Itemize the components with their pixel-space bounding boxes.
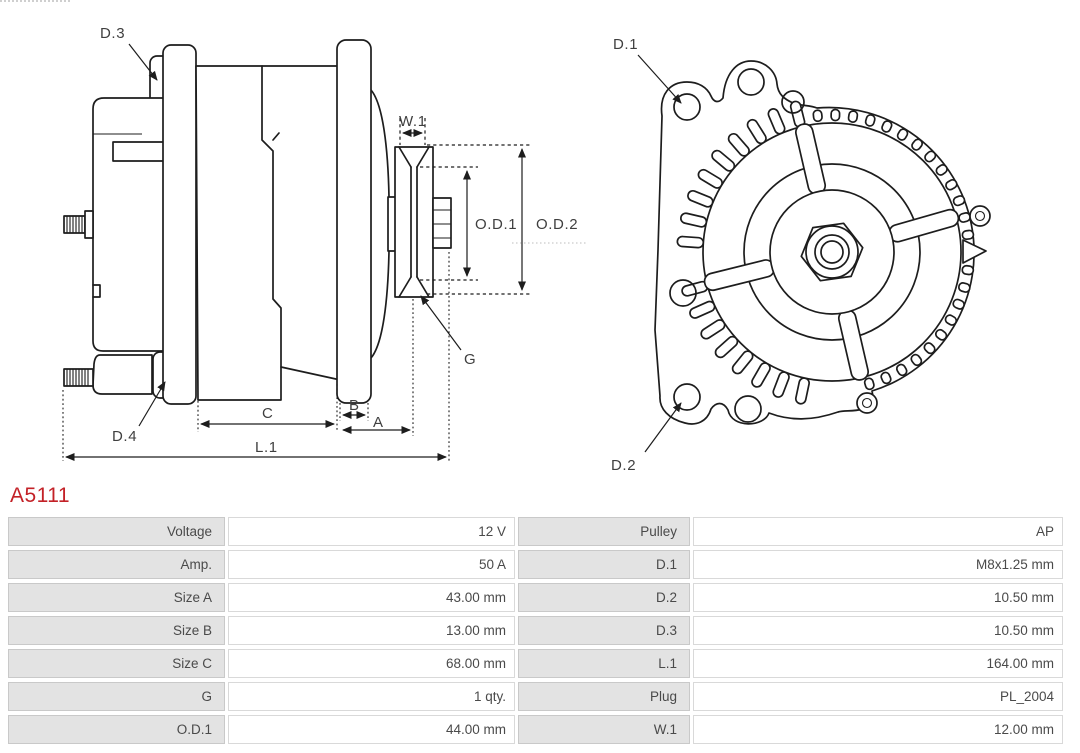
shaft-nut-side xyxy=(432,197,452,249)
stator-body xyxy=(195,65,346,401)
top-edge-artifact xyxy=(0,0,70,2)
bracket-bar-right xyxy=(336,39,372,404)
spec-value: 164.00 mm xyxy=(693,649,1063,678)
spec-value: 10.50 mm xyxy=(693,616,1063,645)
dim-label-od1: O.D.1 xyxy=(475,216,517,233)
front-view: D.1 D.2 xyxy=(611,36,991,474)
spec-label: L.1 xyxy=(518,649,690,678)
bottom-ear xyxy=(856,392,878,414)
spec-label: Plug xyxy=(518,682,690,711)
mount-hole-bottom xyxy=(734,395,762,423)
dim-label-l1: L.1 xyxy=(255,439,278,456)
side-dimensions xyxy=(62,43,588,461)
spec-value: 43.00 mm xyxy=(228,583,515,612)
dim-label-od2: O.D.2 xyxy=(536,216,578,233)
spec-value: 13.00 mm xyxy=(228,616,515,645)
spec-label: Size B xyxy=(8,616,225,645)
spec-value: 12 V xyxy=(228,517,515,546)
spec-value: AP xyxy=(693,517,1063,546)
spec-value: 10.50 mm xyxy=(693,583,1063,612)
spec-value: 12.00 mm xyxy=(693,715,1063,744)
spec-label: Voltage xyxy=(8,517,225,546)
spec-value: 68.00 mm xyxy=(228,649,515,678)
pulley-spokes xyxy=(703,123,960,381)
alternator-technical-drawing: D.3 D.4 W.1 O.D.1 O.D.2 G C B A L.1 xyxy=(62,25,991,474)
dim-label-d1: D.1 xyxy=(613,36,638,53)
dim-label-w1: W.1 xyxy=(399,113,427,130)
dim-label-d3: D.3 xyxy=(100,25,125,42)
spec-value: 50 A xyxy=(228,550,515,579)
spec-label: Pulley xyxy=(518,517,690,546)
spec-label: D.3 xyxy=(518,616,690,645)
nose-cone xyxy=(370,89,390,359)
spec-value: M8x1.25 mm xyxy=(693,550,1063,579)
pulley-side xyxy=(394,146,452,298)
spec-value: 1 qty. xyxy=(228,682,515,711)
hole-left-web xyxy=(669,279,697,307)
spec-table: Voltage 12 V Pulley AP Amp. 50 A D.1 M8x… xyxy=(8,517,1063,744)
side-view: D.3 D.4 W.1 O.D.1 O.D.2 G C B A L.1 xyxy=(62,25,588,461)
dim-label-b: B xyxy=(349,397,360,414)
right-tab xyxy=(962,239,987,264)
part-number: A5111 xyxy=(10,484,71,507)
dim-label-d2: D.2 xyxy=(611,457,636,474)
mount-hole-d1 xyxy=(673,93,701,121)
spec-label: Amp. xyxy=(8,550,225,579)
spec-label: W.1 xyxy=(518,715,690,744)
spec-label: O.D.1 xyxy=(8,715,225,744)
spec-value: 44.00 mm xyxy=(228,715,515,744)
dim-label-c: C xyxy=(262,405,273,422)
lower-lug xyxy=(92,354,153,395)
mount-hole-top xyxy=(737,68,765,96)
spec-label: D.1 xyxy=(518,550,690,579)
right-ear xyxy=(969,205,991,227)
spec-label: Size A xyxy=(8,583,225,612)
dim-label-g: G xyxy=(464,351,476,368)
spec-label: G xyxy=(8,682,225,711)
spec-value: PL_2004 xyxy=(693,682,1063,711)
dim-label-d4: D.4 xyxy=(112,428,137,445)
bracket-bar-left xyxy=(162,44,197,405)
rear-housing xyxy=(92,97,171,352)
hole-small-top xyxy=(781,90,805,114)
serrated-rim xyxy=(812,108,976,391)
spec-label: D.2 xyxy=(518,583,690,612)
shaft-nut-front xyxy=(800,222,864,282)
mount-hole-d2 xyxy=(673,383,701,411)
spec-label: Size C xyxy=(8,649,225,678)
dim-label-a: A xyxy=(373,414,384,431)
